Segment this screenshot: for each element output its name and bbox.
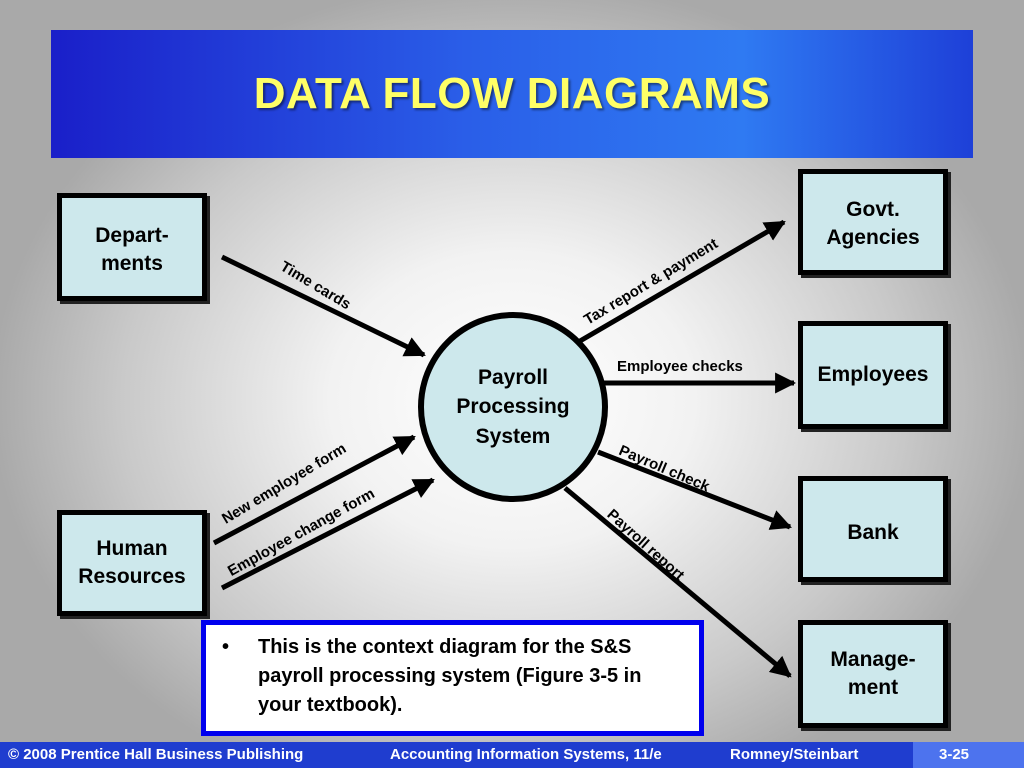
process-line1: Payroll [477,365,549,389]
note-box: • This is the context diagram for the S&… [201,620,704,736]
entity-human-resources: Human Resources [57,510,207,616]
title-bar: DATA FLOW DIAGRAMS [51,30,973,158]
footer-course: Accounting Information Systems, 11/e [390,746,662,763]
entity-govt-agencies: Govt. Agencies [798,169,948,275]
process-line2: Processing [456,395,570,419]
entity-govt-agencies-line2: Agencies [826,226,920,250]
entity-management: Manage- ment [798,620,948,728]
arrow-employee-change-form [220,477,435,591]
entity-departments-line1: Depart- [95,224,169,247]
entity-govt-agencies-line1: Govt. [846,198,900,221]
arrow-tax-report-payment [578,219,786,344]
entity-bank-line1: Bank [847,521,899,544]
note-item: • This is the context diagram for the S&… [222,633,681,720]
entity-employees: Employees [798,321,948,429]
page-number: 3-25 [939,746,970,763]
arrow-payroll-check [597,449,792,530]
arrow-new-employee-form [212,434,416,546]
entity-human-resources-line1: Human [96,536,168,560]
entity-bank: Bank [798,476,948,582]
entity-management-line2: ment [847,676,899,699]
process-line3: System [475,424,551,448]
page-number-box: 3-25 [913,742,1024,768]
process-payroll-processing-system: Payroll Processing System [418,312,608,502]
footer-copyright: © 2008 Prentice Hall Business Publishing [8,746,304,763]
footer-authors: Romney/Steinbart [730,746,859,763]
slide-title: DATA FLOW DIAGRAMS [253,69,771,118]
note-bullet: • [222,636,230,658]
arrow-payroll-report [563,486,792,678]
note-text: This is the context diagram for the S&S … [258,636,642,716]
entity-human-resources-line2: Resources [78,565,186,588]
entity-departments-line2: ments [101,252,163,276]
entity-departments: Depart- ments [57,193,207,301]
arrow-time-cards [220,254,426,358]
flow-label-employee-checks: Employee checks [617,358,743,375]
entity-employees-line1: Employees [817,362,929,386]
entity-management-line1: Manage- [830,647,916,671]
footer-bar: © 2008 Prentice Hall Business Publishing… [0,742,1024,768]
